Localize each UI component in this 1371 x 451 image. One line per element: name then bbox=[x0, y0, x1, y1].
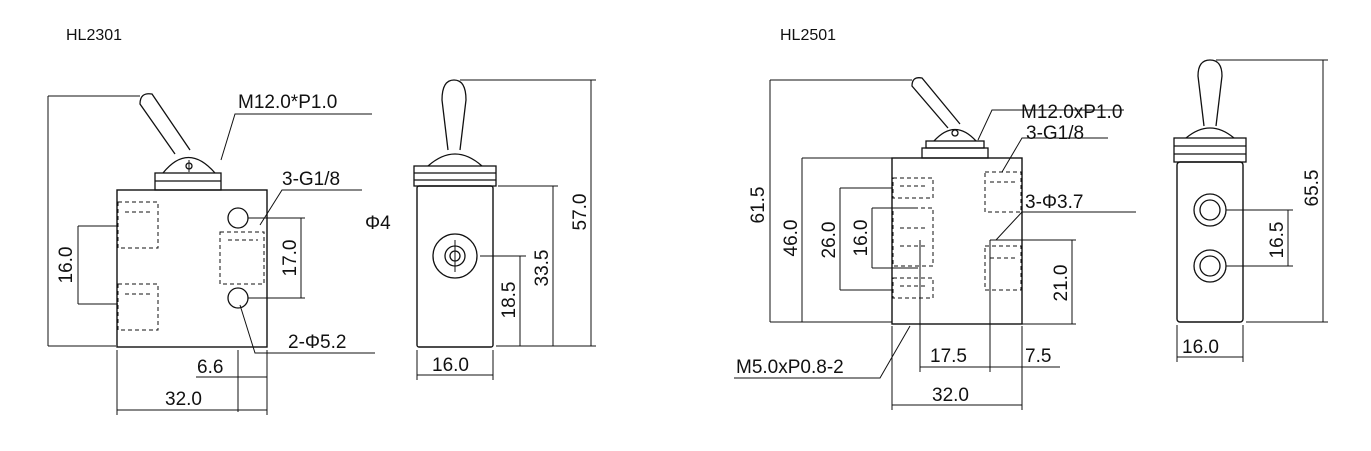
left-side-view bbox=[413, 79, 497, 348]
left-dim-17: 17.0 bbox=[280, 240, 301, 277]
right-dim-17-5: 17.5 bbox=[930, 346, 967, 367]
left-holes-label: 2-Φ5.2 bbox=[288, 332, 346, 353]
right-title: HL2501 bbox=[780, 27, 836, 44]
right-dim-7-5: 7.5 bbox=[1025, 346, 1051, 367]
left-dim-18-5: 18.5 bbox=[499, 282, 520, 319]
right-side-dim-16: 16.0 bbox=[1182, 337, 1219, 358]
right-dim-46: 46.0 bbox=[781, 220, 802, 257]
left-front-dims bbox=[47, 95, 375, 415]
right-dim-65-5: 65.5 bbox=[1302, 170, 1323, 207]
right-dim-26: 26.0 bbox=[819, 222, 840, 259]
right-front-view bbox=[891, 77, 1023, 325]
right-front-dims bbox=[734, 79, 1136, 410]
right-mount-label: M5.0xP0.8-2 bbox=[736, 357, 844, 378]
left-side-dims bbox=[416, 79, 596, 380]
left-ports-label: 3-G1/8 bbox=[282, 169, 340, 190]
right-dim-61-5: 61.5 bbox=[748, 187, 769, 224]
right-ports-label: 3-G1/8 bbox=[1026, 123, 1084, 144]
left-dim-6-6: 6.6 bbox=[197, 357, 223, 378]
left-side-dim-16: 16.0 bbox=[432, 355, 469, 376]
left-title: HL2301 bbox=[66, 27, 122, 44]
left-phi-label: Φ4 bbox=[365, 213, 391, 234]
right-thread-label: M12.0xP1.0 bbox=[1021, 102, 1122, 123]
left-dim-16: 16.0 bbox=[56, 247, 77, 284]
left-dim-32: 32.0 bbox=[165, 389, 202, 410]
right-dim-16-5: 16.5 bbox=[1267, 222, 1288, 259]
left-front-view bbox=[116, 93, 268, 348]
left-thread-label: M12.0*P1.0 bbox=[238, 92, 337, 113]
right-holes-label: 3-Φ3.7 bbox=[1025, 192, 1083, 213]
right-dim-21: 21.0 bbox=[1051, 265, 1072, 302]
right-side-view bbox=[1173, 59, 1247, 323]
right-side-dims bbox=[1176, 59, 1328, 362]
right-dim-16: 16.0 bbox=[851, 220, 872, 257]
left-dim-57: 57.0 bbox=[570, 194, 591, 231]
left-dim-33-5: 33.5 bbox=[532, 250, 553, 287]
right-dim-32: 32.0 bbox=[932, 385, 969, 406]
